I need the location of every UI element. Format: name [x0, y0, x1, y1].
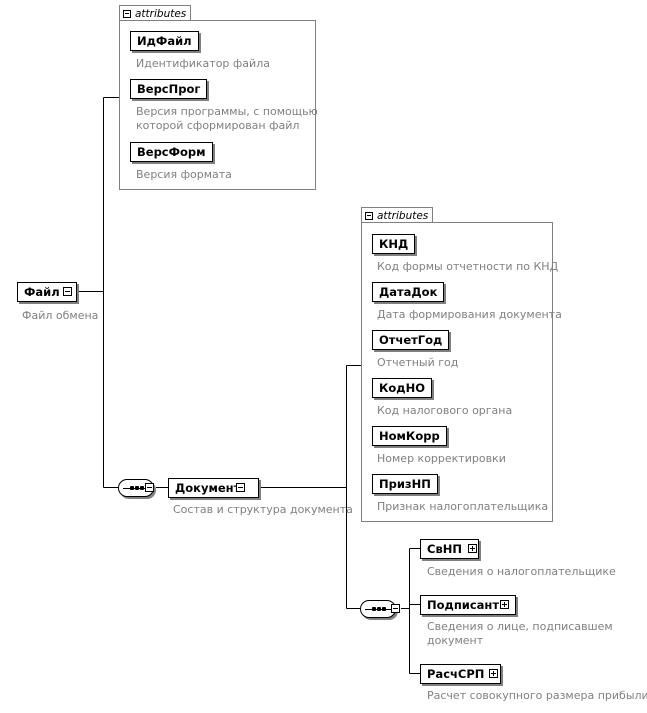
- document-element-desc: Состав и структура документа: [173, 503, 353, 516]
- collapse-icon[interactable]: [365, 211, 373, 220]
- attr-versprog[interactable]: ВерсПрог: [130, 79, 208, 99]
- collapse-icon[interactable]: [63, 287, 72, 296]
- desc-line: Сведения о лице, подписавшем: [427, 620, 613, 633]
- attr-versform-desc: Версия формата: [136, 168, 232, 182]
- collapse-icon[interactable]: [236, 483, 245, 492]
- attr-kodno-desc: Код налогового органа: [377, 404, 512, 418]
- document-attributes-box: [361, 222, 553, 522]
- sequence-dot: [135, 486, 139, 490]
- child-svnp[interactable]: СвНП: [420, 539, 479, 559]
- root-element-desc: Файл обмена: [22, 309, 99, 322]
- desc-line: Номер корректировки: [377, 452, 506, 465]
- attr-datadok[interactable]: ДатаДок: [372, 282, 445, 302]
- document-attributes-tab-label: attributes: [377, 209, 429, 222]
- expand-icon[interactable]: [500, 600, 509, 609]
- document-attributes-tab[interactable]: attributes: [361, 207, 434, 223]
- attr-knd-desc: Код формы отчетности по КНД: [377, 260, 558, 274]
- attr-idfile-desc: Идентификатор файла: [136, 57, 270, 71]
- child-svnp-desc: Сведения о налогоплательщике: [427, 565, 616, 579]
- expand-icon[interactable]: [489, 669, 498, 678]
- desc-line: Код формы отчетности по КНД: [377, 260, 559, 273]
- attr-knd[interactable]: КНД: [372, 234, 416, 254]
- attr-datadok-desc: Дата формирования документа: [377, 308, 562, 322]
- attr-idfile[interactable]: ИдФайл: [130, 31, 199, 51]
- attr-priznp[interactable]: ПризНП: [372, 474, 438, 494]
- attr-priznp-desc: Признак налогоплательщика: [377, 500, 548, 514]
- root-attributes-tab-label: attributes: [135, 7, 187, 20]
- child-raschsrp-desc: Расчет совокупного размера прибыли: [427, 689, 647, 703]
- attr-nomkorr-desc: Номер корректировки: [377, 452, 506, 466]
- child-podpisant[interactable]: Подписант: [420, 595, 517, 615]
- desc-line: которой сформирован файл: [136, 119, 300, 132]
- desc-line: Расчет совокупного размера прибыли: [427, 689, 647, 702]
- collapse-icon[interactable]: [123, 9, 131, 18]
- collapse-icon[interactable]: [391, 604, 400, 613]
- attr-otchetgod-desc: Отчетный год: [377, 356, 458, 370]
- desc-line: Версия программы, с помощью: [136, 105, 318, 118]
- expand-icon[interactable]: [468, 544, 477, 553]
- attr-otchetgod[interactable]: ОтчетГод: [372, 330, 450, 350]
- sequence-dot: [140, 486, 144, 490]
- attr-versform[interactable]: ВерсФорм: [130, 142, 213, 162]
- child-raschsrp[interactable]: РасчСРП: [420, 664, 502, 684]
- document-element[interactable]: Документ: [168, 478, 260, 498]
- sequence-dot: [372, 607, 376, 611]
- desc-line: Код налогового органа: [377, 404, 513, 417]
- attr-nomkorr[interactable]: НомКорр: [372, 426, 447, 446]
- desc-line: Версия формата: [136, 168, 232, 181]
- desc-line: Идентификатор файла: [136, 57, 270, 70]
- sequence-dot: [377, 607, 381, 611]
- child-podpisant-desc: Сведения о лице, подписавшем документ: [427, 620, 613, 648]
- sequence-dot: [130, 486, 134, 490]
- sequence-dot: [382, 607, 386, 611]
- desc-line: Признак налогоплательщика: [377, 500, 549, 513]
- collapse-icon[interactable]: [145, 483, 154, 492]
- desc-line: Сведения о налогоплательщике: [427, 565, 616, 578]
- desc-line: Отчетный год: [377, 356, 459, 369]
- attr-versprog-desc: Версия программы, с помощью которой сфор…: [136, 105, 318, 133]
- root-element[interactable]: Файл: [17, 282, 77, 302]
- attr-kodno[interactable]: КодНО: [372, 378, 432, 398]
- root-attributes-tab[interactable]: attributes: [119, 5, 192, 21]
- desc-line: документ: [427, 634, 484, 647]
- desc-line: Дата формирования документа: [377, 308, 562, 321]
